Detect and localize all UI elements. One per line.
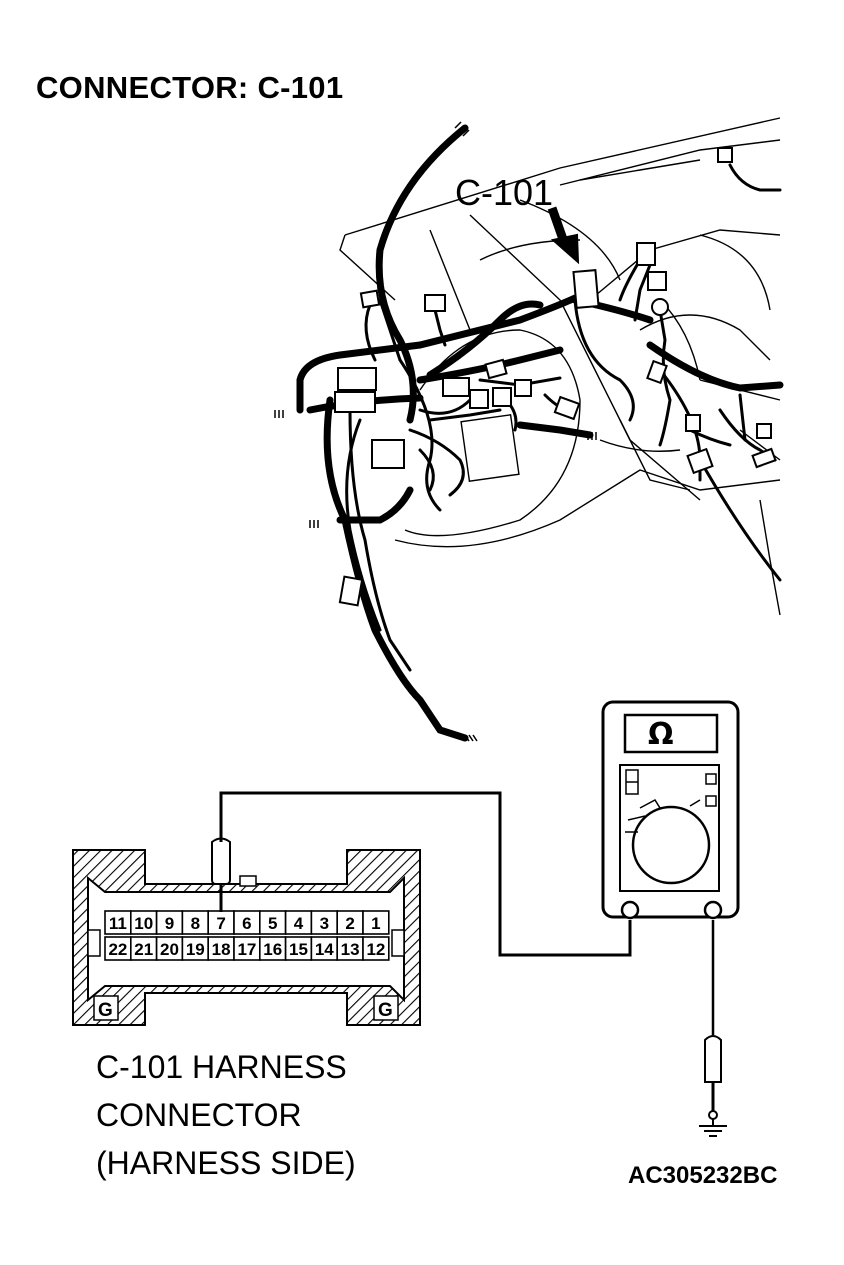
figure-code: AC305232BC [628, 1162, 778, 1189]
main-harness-trunk [296, 124, 784, 742]
c101-pointer-arrow [547, 206, 580, 265]
pin-number: 16 [263, 940, 282, 959]
pin-number: 20 [160, 940, 179, 959]
pin-number: 11 [109, 914, 127, 933]
small-connectors [334, 147, 777, 607]
terminal-positive [620, 900, 640, 920]
pin-number: 22 [108, 940, 127, 959]
lead-positive [219, 791, 632, 957]
pin-number: 1 [371, 914, 380, 933]
pin-cell [362, 936, 390, 961]
pin-number: 9 [165, 914, 174, 933]
pin-number: 2 [345, 914, 354, 933]
harness-end-ticks [274, 121, 597, 742]
pin-number: 21 [134, 940, 153, 959]
connector-caption: C-101 HARNESS CONNECTOR (HARNESS SIDE) [96, 1043, 356, 1187]
pin-number: 7 [216, 914, 225, 933]
ohm-symbol: Ω [648, 717, 674, 752]
ground-symbol [699, 1119, 727, 1137]
pin-number: 10 [134, 914, 153, 933]
pin-number: 6 [242, 914, 251, 933]
ground-probe-body [704, 1035, 722, 1083]
pin-number: 13 [341, 940, 360, 959]
test-leads [211, 791, 727, 1137]
terminal-negative [703, 900, 723, 920]
pin-number: 18 [212, 940, 231, 959]
ground-mark-right: G [378, 1000, 393, 1021]
diagram-title: CONNECTOR: C-101 [36, 70, 344, 105]
pin-number: 3 [320, 914, 329, 933]
pin-number: 8 [191, 914, 200, 933]
pin-number: 17 [237, 940, 256, 959]
pin-number: 12 [366, 940, 385, 959]
meter-display [623, 713, 719, 754]
ground-mark-left: G [98, 1000, 113, 1021]
pin-number: 15 [289, 940, 308, 959]
caption-line-1: C-101 HARNESS [96, 1049, 347, 1085]
caption-line-2: CONNECTOR [96, 1097, 302, 1133]
ohmmeter: Ω [601, 700, 740, 920]
vehicle-harness-illustration [274, 117, 784, 742]
pin-number: 5 [268, 914, 277, 933]
connector-callout-label: C-101 [455, 172, 554, 213]
selector-dial [631, 805, 711, 885]
pin-number: 4 [294, 914, 304, 933]
pin-cell [362, 910, 390, 935]
pin-number: 14 [315, 940, 334, 959]
probe-body [211, 837, 231, 885]
pin-number: 19 [186, 940, 205, 959]
caption-line-3: (HARNESS SIDE) [96, 1145, 356, 1181]
